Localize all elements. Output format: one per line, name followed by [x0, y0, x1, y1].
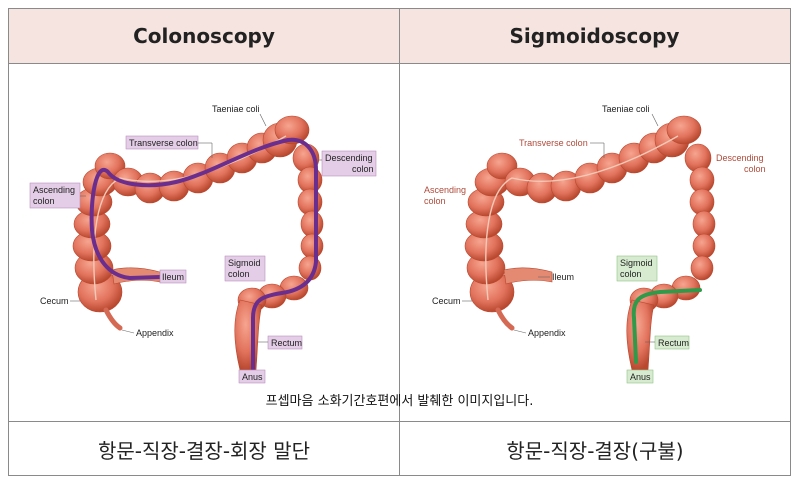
transverse-colon-label-right: Transverse colon	[519, 138, 588, 148]
ascending-colon-label-2: colon	[33, 196, 55, 206]
sigmoidoscope-path	[631, 288, 702, 364]
descending-colon-label-right-2: colon	[744, 164, 766, 174]
rectum-label-right: Rectum	[658, 338, 689, 348]
ileum-label: Ileum	[162, 272, 184, 282]
sigmoid-colon-label-2: colon	[228, 269, 250, 279]
cecum-label-right: Cecum	[432, 296, 461, 306]
labels-left: Taeniae coli Transverse colon Descending…	[29, 104, 377, 384]
appendix-label: Appendix	[136, 328, 174, 338]
sigmoidoscopy-range: 항문-직장-결장(구불)	[506, 438, 684, 463]
descending-colon-label-1: Descending	[325, 153, 373, 163]
ileum-label-right: Ileum	[552, 272, 574, 282]
footer-divider	[9, 421, 790, 422]
ascending-colon-label-1: Ascending	[33, 185, 75, 195]
ascending-colon-label-right-1: Ascending	[424, 185, 466, 195]
sigmoidoscopy-header: Sigmoidoscopy	[399, 9, 790, 64]
anus-label: Anus	[242, 372, 263, 382]
colon-illustration-left	[73, 116, 323, 370]
sigmoid-colon-label-right-1: Sigmoid	[620, 258, 653, 268]
labels-right: Taeniae coli Transverse colon Descending…	[424, 104, 766, 384]
taeniae-coli-label: Taeniae coli	[212, 104, 260, 114]
taeniae-coli-label-right: Taeniae coli	[602, 104, 650, 114]
anus-label-right: Anus	[630, 372, 651, 382]
descending-colon-label-right-1: Descending	[716, 153, 764, 163]
colonoscopy-header: Colonoscopy	[9, 9, 399, 64]
sigmoid-colon-label-1: Sigmoid	[228, 258, 261, 268]
column-divider	[399, 9, 400, 475]
rectum-label: Rectum	[271, 338, 302, 348]
appendix-label-right: Appendix	[528, 328, 566, 338]
cecum-label: Cecum	[40, 296, 69, 306]
transverse-colon-label: Transverse colon	[129, 138, 198, 148]
colon-illustration-right	[465, 116, 715, 370]
comparison-table: Colonoscopy Sigmoidoscopy 항문-직장-결장-회장 말단…	[8, 8, 791, 476]
colonoscopy-range: 항문-직장-결장-회장 말단	[97, 438, 310, 463]
colonoscope-path	[89, 137, 318, 374]
sigmoid-colon-label-right-2: colon	[620, 269, 642, 279]
ascending-colon-label-right-2: colon	[424, 196, 446, 206]
descending-colon-label-2: colon	[352, 164, 374, 174]
image-caption: 프셉마음 소화기간호편에서 발췌한 이미지입니다.	[265, 394, 534, 409]
